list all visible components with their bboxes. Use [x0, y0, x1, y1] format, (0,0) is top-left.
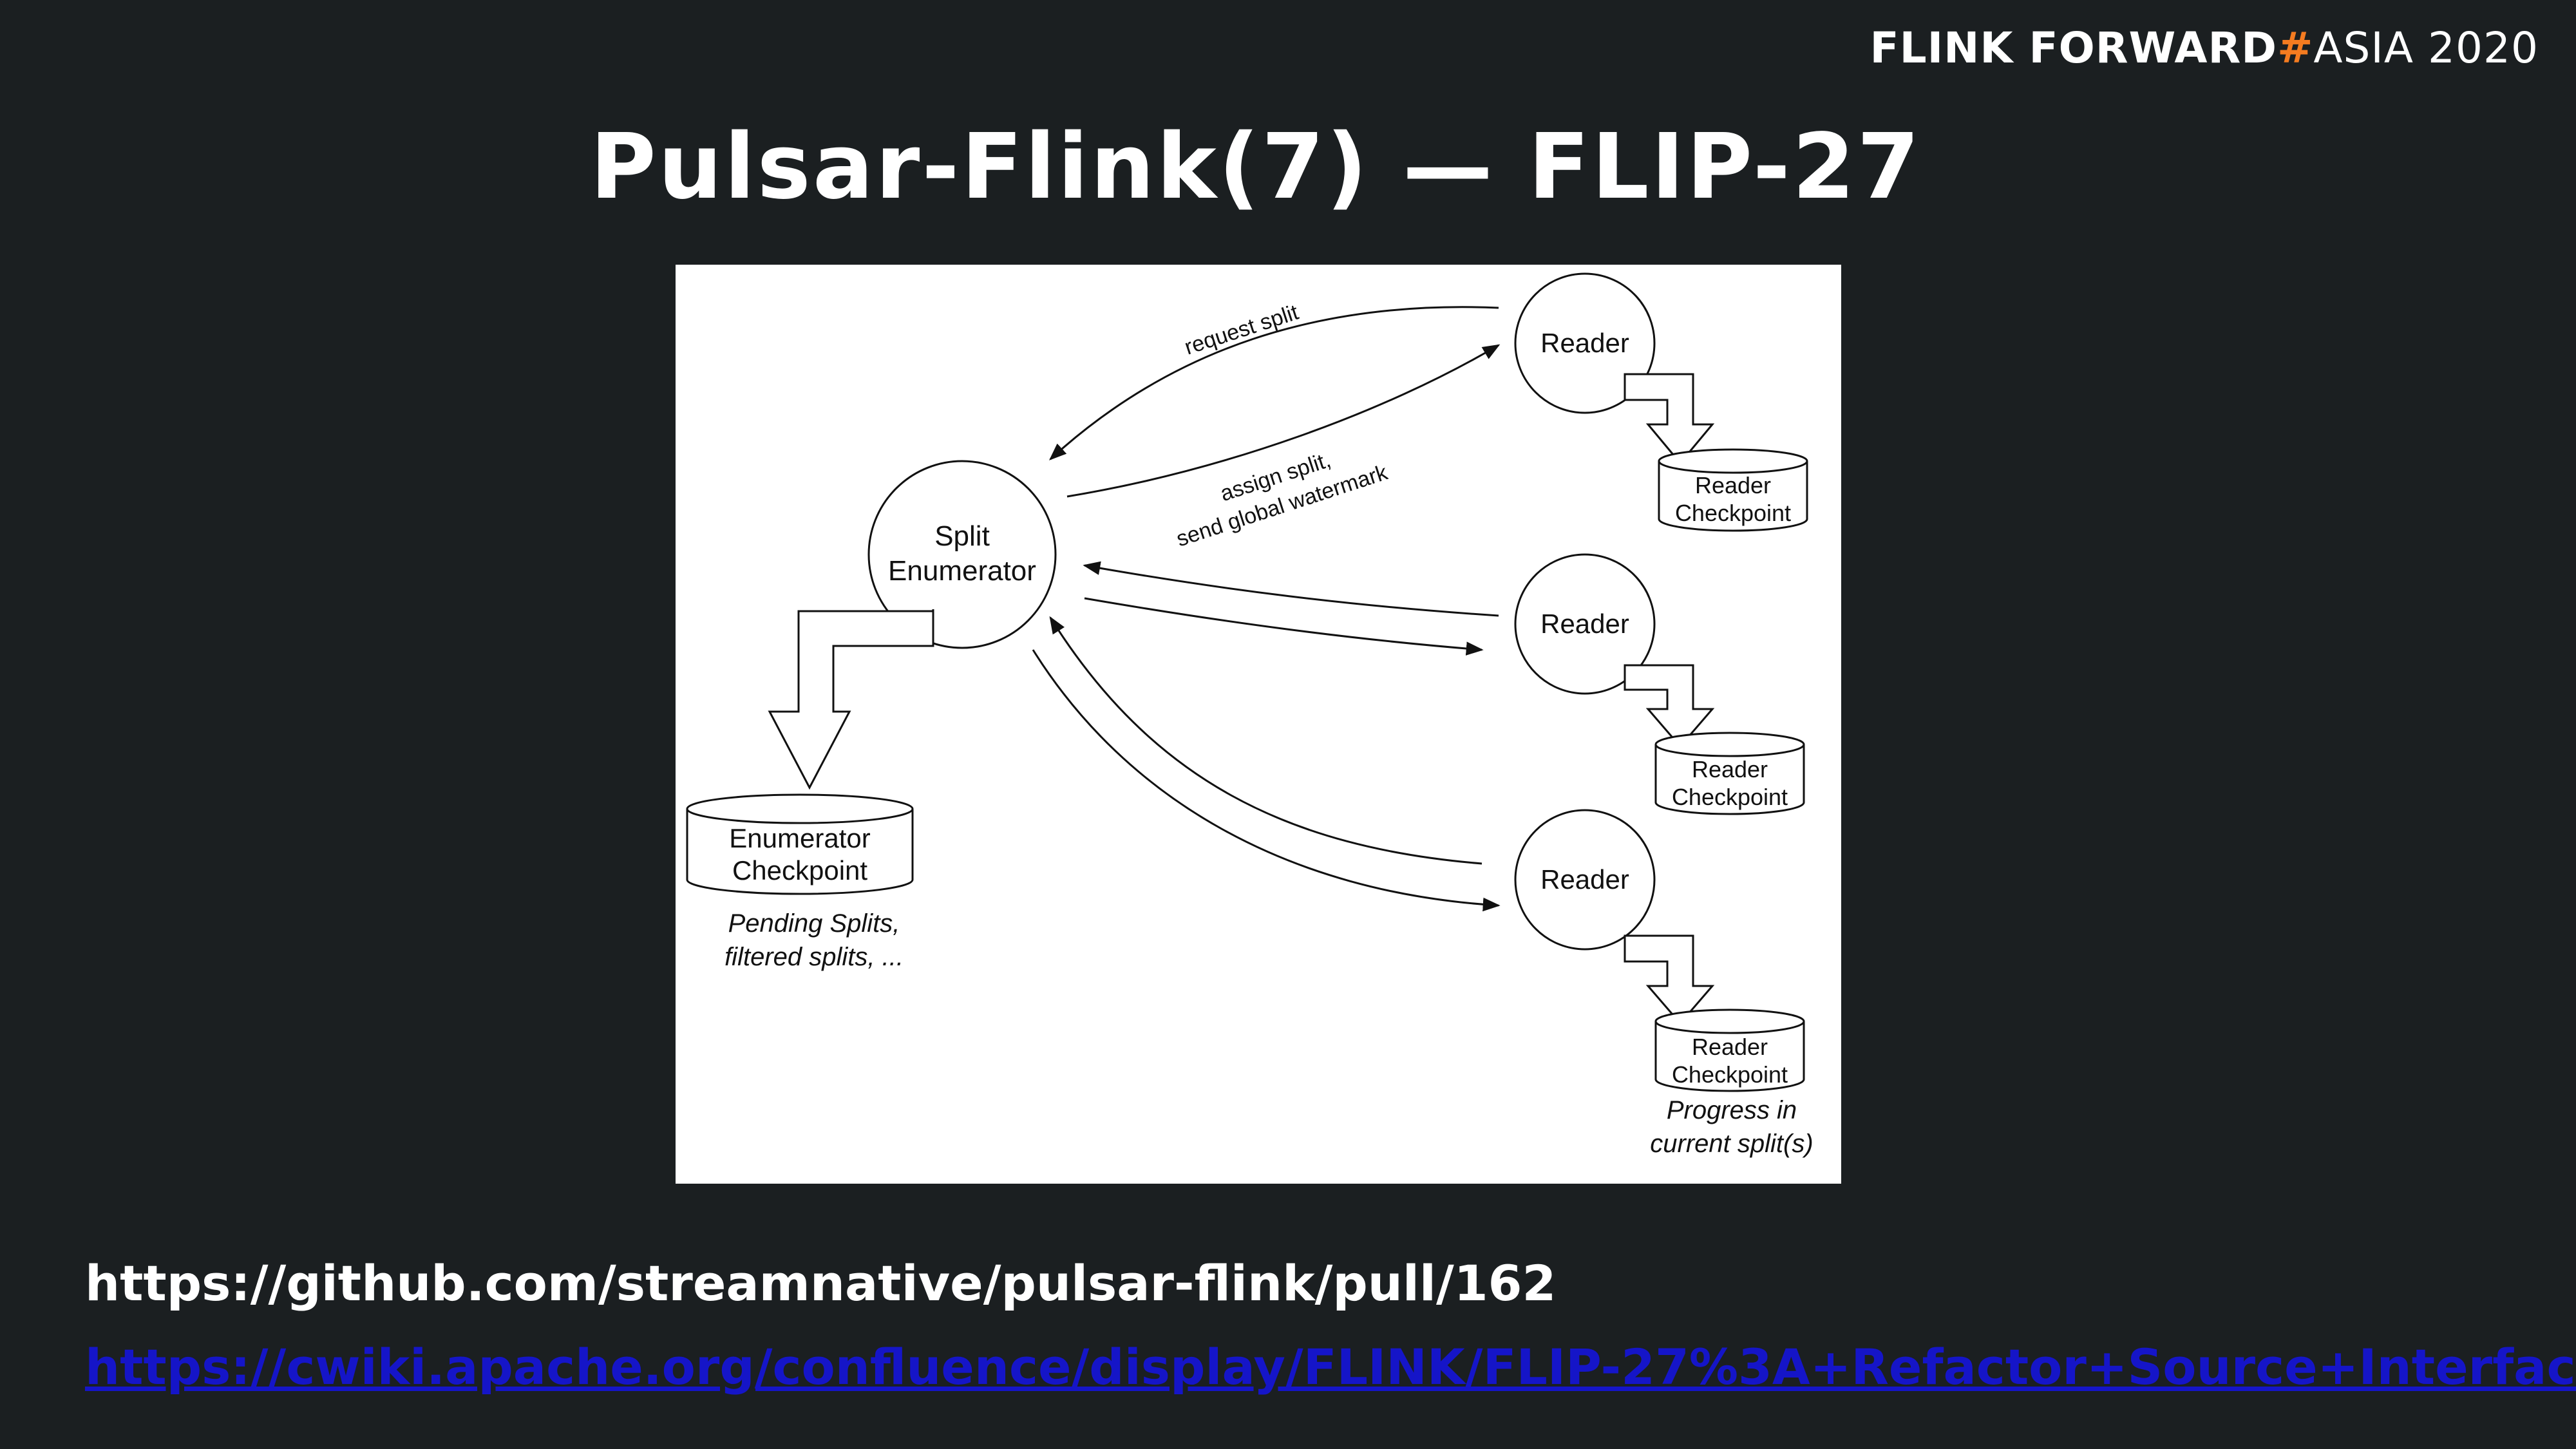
enumerator-note-line1: Pending Splits, [728, 909, 900, 938]
brand-asia-2020: ASIA 2020 [2313, 23, 2539, 73]
reader-3-request-edge [1049, 616, 1482, 865]
cwiki-flip27-link[interactable]: https://cwiki.apache.org/confluence/disp… [85, 1338, 2576, 1396]
enumerator-checkpoint-db: Enumerator Checkpoint [686, 793, 914, 895]
reader-2-checkpoint-db: Reader Checkpoint [1654, 732, 1805, 815]
reader-3-checkpoint-line2: Checkpoint [1672, 1061, 1788, 1088]
brand-hash: # [2277, 23, 2314, 73]
enumerator-checkpoint-arrow [768, 609, 934, 790]
request-split-edge [1049, 306, 1499, 460]
enumerator-checkpoint-line2: Checkpoint [732, 855, 867, 886]
reader-note-line1: Progress in [1667, 1096, 1797, 1124]
reader-2-checkpoint-line2: Checkpoint [1672, 784, 1788, 810]
brand-logo: FLINK FORWARD#ASIA 2020 [1870, 27, 2539, 70]
reader-1-checkpoint-db: Reader Checkpoint [1658, 448, 1808, 532]
reader-2-label: Reader [1540, 609, 1629, 639]
reader-1-checkpoint-arrow [1624, 373, 1715, 465]
reader-2-request-edge [1083, 561, 1499, 617]
reader-3-checkpoint-line1: Reader [1692, 1034, 1768, 1060]
reader-1-checkpoint-line1: Reader [1695, 472, 1771, 498]
reader-3-checkpoint-arrow [1624, 934, 1715, 1025]
brand-flink-forward: FLINK FORWARD [1870, 23, 2278, 73]
enumerator-note-line2: filtered splits, ... [724, 943, 904, 971]
slide-title: Pulsar-Flink(7) — FLIP-27 [590, 115, 1922, 220]
github-pr-link[interactable]: https://github.com/streamnative/pulsar-f… [85, 1255, 1557, 1312]
reader-3-label: Reader [1540, 864, 1629, 895]
enumerator-label-line2: Enumerator [888, 555, 1036, 587]
enumerator-label-line1: Split [934, 520, 990, 552]
reader-2-node: Reader [1514, 553, 1656, 695]
reader-1-checkpoint-line2: Checkpoint [1675, 500, 1791, 526]
reader-1-label: Reader [1540, 328, 1629, 358]
reader-3-assign-edge [1032, 649, 1501, 912]
split-enumerator-node: Split Enumerator [867, 460, 1057, 649]
diagram-canvas: Split Enumerator Enumerator Checkpoint P… [686, 272, 1814, 1158]
reader-3-checkpoint-db: Reader Checkpoint [1654, 1009, 1805, 1092]
reader-2-checkpoint-line1: Reader [1692, 756, 1768, 782]
reader-note-line2: current split(s) [1650, 1130, 1813, 1158]
enumerator-checkpoint-line1: Enumerator [729, 823, 870, 853]
assign-split-edge [1066, 344, 1501, 498]
reader-2-assign-edge [1084, 597, 1484, 656]
flip27-diagram: Split Enumerator Enumerator Checkpoint P… [676, 265, 1841, 1184]
reader-1-node: Reader [1514, 272, 1656, 414]
reader-3-node: Reader [1514, 809, 1656, 951]
reader-2-checkpoint-arrow [1624, 664, 1715, 748]
